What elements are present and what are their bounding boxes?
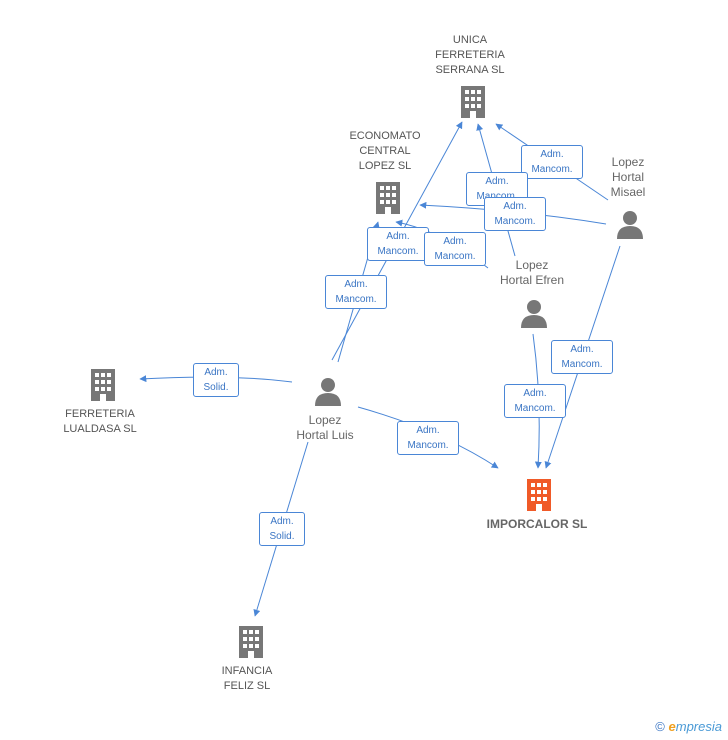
node-label-imporcalor[interactable]: IMPORCALOR SL bbox=[486, 517, 588, 531]
person-icon-misael[interactable] bbox=[615, 209, 645, 239]
building-icon-lualdasa[interactable] bbox=[88, 367, 118, 403]
node-label-unica[interactable]: UNICA FERRETERIA SERRANA SL bbox=[435, 34, 505, 76]
edge-label-misael-imporcalor[interactable]: Adm. Mancom. bbox=[551, 340, 613, 374]
edge-label-luis-imporcalor[interactable]: Adm. Mancom. bbox=[397, 421, 459, 455]
edge-label-luis-lualdasa[interactable]: Adm. Solid. bbox=[193, 363, 239, 397]
brand-logo-initial: e bbox=[668, 719, 676, 734]
node-label-luis[interactable]: Lopez Hortal Luis bbox=[296, 413, 354, 442]
brand-logo-text: mpresia bbox=[675, 719, 722, 734]
building-icon-economato[interactable] bbox=[373, 180, 403, 216]
edge-label-misael-unica[interactable]: Adm. Mancom. bbox=[521, 145, 583, 179]
edge-label-efren-economato[interactable]: Adm. Mancom. bbox=[424, 232, 486, 266]
node-label-efren[interactable]: Lopez Hortal Efren bbox=[499, 258, 565, 287]
edge-label-efren-imporcalor[interactable]: Adm. Mancom. bbox=[504, 384, 566, 418]
building-icon-imporcalor[interactable] bbox=[524, 477, 554, 513]
edge-label-luis-infancia[interactable]: Adm. Solid. bbox=[259, 512, 305, 546]
node-label-lualdasa[interactable]: FERRETERIA LUALDASA SL bbox=[63, 408, 137, 435]
person-icon-efren[interactable] bbox=[519, 298, 549, 328]
node-label-misael[interactable]: Lopez Hortal Misael bbox=[610, 155, 646, 199]
building-icon-infancia[interactable] bbox=[236, 624, 266, 660]
person-icon-luis[interactable] bbox=[313, 376, 343, 406]
brand-footer[interactable]: © empresia bbox=[655, 719, 722, 734]
building-icon-unica[interactable] bbox=[458, 84, 488, 120]
edge-label-luis-economato[interactable]: Adm. Mancom. bbox=[367, 227, 429, 261]
edge-label-misael-economato[interactable]: Adm. Mancom. bbox=[484, 197, 546, 231]
node-label-infancia[interactable]: INFANCIA FELIZ SL bbox=[221, 665, 273, 692]
edge-label-luis-unica[interactable]: Adm. Mancom. bbox=[325, 275, 387, 309]
node-label-economato[interactable]: ECONOMATO CENTRAL LOPEZ SL bbox=[349, 130, 421, 172]
copyright-symbol: © bbox=[655, 719, 665, 734]
